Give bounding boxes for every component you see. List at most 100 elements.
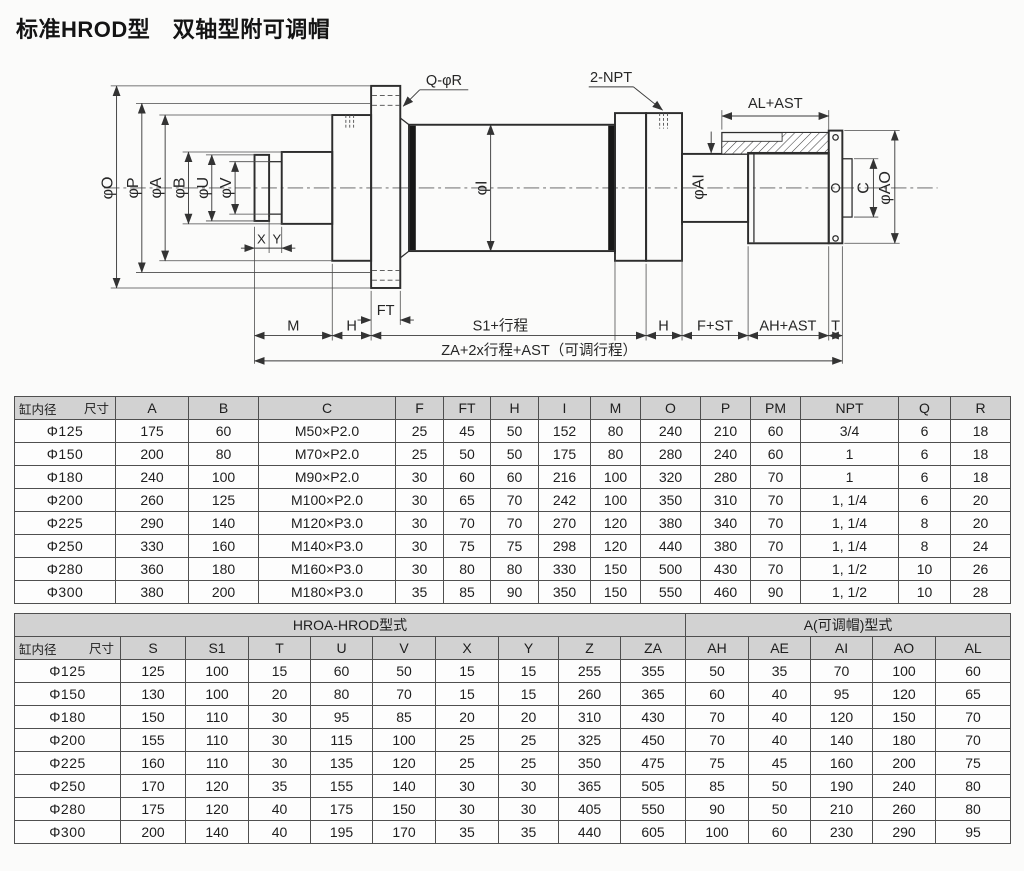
value-cell: 320 — [640, 465, 701, 489]
label-total-length: ZA+2x行程+AST（可调行程） — [441, 342, 637, 359]
value-cell: 150 — [872, 705, 937, 729]
label-phi-o: φO — [99, 176, 117, 199]
value-cell: 50 — [443, 442, 491, 466]
column-header: Y — [498, 636, 559, 660]
value-cell: 3/4 — [800, 419, 899, 443]
value-cell: 70 — [372, 682, 436, 706]
value-cell: 18 — [950, 419, 1011, 443]
label-ah-ast: AH+AST — [759, 319, 816, 335]
value-cell: 70 — [750, 465, 801, 489]
value-cell: 70 — [490, 488, 539, 512]
value-cell: 380 — [700, 534, 751, 558]
value-cell: M100×P2.0 — [258, 488, 396, 512]
value-cell: 200 — [188, 580, 259, 604]
value-cell: 290 — [872, 820, 937, 844]
label-x: X — [257, 231, 266, 246]
length-dimensions: FT M H S1+行程 H F+ST AH+AST T ZA+2x行程+AST… — [253, 224, 843, 365]
value-cell: 152 — [538, 419, 591, 443]
value-cell: 430 — [700, 557, 751, 581]
head-block-outer — [645, 112, 683, 262]
value-cell: 60 — [750, 442, 801, 466]
value-cell: 150 — [590, 557, 641, 581]
value-cell: 45 — [748, 751, 812, 775]
value-cell: 160 — [120, 751, 186, 775]
column-header: B — [188, 396, 259, 420]
value-cell: 85 — [443, 580, 491, 604]
bore-dimension: φI — [473, 124, 495, 252]
column-header: NPT — [800, 396, 899, 420]
left-port-icon — [345, 115, 355, 129]
value-cell: 380 — [115, 580, 189, 604]
bore-cell: Φ225 — [14, 751, 121, 775]
value-cell: 45 — [443, 419, 491, 443]
value-cell: 325 — [558, 728, 621, 752]
label-phi-v: φV — [217, 177, 235, 198]
value-cell: 30 — [498, 797, 559, 821]
value-cell: 1, 1/2 — [800, 580, 899, 604]
group-header-cell: HROA-HROD型式 — [13, 613, 687, 637]
value-cell: 25 — [395, 442, 444, 466]
value-cell: 30 — [435, 797, 499, 821]
value-cell: 365 — [558, 774, 621, 798]
technical-drawing: φO φP φA φB φU φV φI φAI C φAO Q-φR — [99, 70, 938, 365]
label-phi-p: φP — [124, 177, 142, 198]
value-cell: 15 — [435, 659, 499, 683]
bore-cell: Φ150 — [14, 442, 116, 466]
value-cell: 100 — [188, 465, 259, 489]
corner-label-bore: 缸内径 — [19, 403, 57, 417]
group-header-cell: A(可调帽)型式 — [685, 613, 1012, 637]
corner-label-bore: 缸内径 — [19, 643, 57, 657]
value-cell: 80 — [935, 797, 1012, 821]
value-cell: 8 — [898, 511, 951, 535]
value-cell: 200 — [115, 442, 189, 466]
value-cell: 70 — [685, 705, 750, 729]
value-cell: 70 — [750, 557, 801, 581]
value-cell: 110 — [185, 728, 249, 752]
value-cell: 355 — [619, 659, 687, 683]
value-cell: 6 — [898, 465, 951, 489]
value-cell: 180 — [872, 728, 937, 752]
column-header: FT — [443, 396, 491, 420]
value-cell: 200 — [120, 820, 186, 844]
value-cell: 242 — [538, 488, 591, 512]
value-cell: 475 — [619, 751, 687, 775]
value-cell: 60 — [188, 419, 259, 443]
flange-bolt-holes — [372, 95, 400, 281]
value-cell: 10 — [898, 580, 951, 604]
column-header: C — [258, 396, 396, 420]
value-cell: 50 — [748, 797, 812, 821]
value-cell: 170 — [120, 774, 186, 798]
column-header: AE — [748, 636, 812, 660]
value-cell: 140 — [810, 728, 874, 752]
value-cell: 18 — [950, 442, 1011, 466]
page-title: 标准HROD型 双轴型附可调帽 — [16, 17, 331, 42]
value-cell: 115 — [310, 728, 373, 752]
value-cell: 65 — [935, 682, 1012, 706]
value-cell: 1 — [800, 465, 899, 489]
value-cell: 260 — [872, 797, 937, 821]
column-header: S1 — [185, 636, 249, 660]
value-cell: 460 — [700, 580, 751, 604]
column-header: R — [950, 396, 1011, 420]
value-cell: 70 — [490, 511, 539, 535]
column-header: P — [700, 396, 751, 420]
value-cell: 80 — [590, 442, 641, 466]
value-cell: 60 — [443, 465, 491, 489]
value-cell: 255 — [558, 659, 621, 683]
label-ft: FT — [377, 303, 395, 319]
value-cell: 80 — [443, 557, 491, 581]
label-c: C — [855, 182, 873, 194]
value-cell: 550 — [619, 797, 687, 821]
value-cell: 195 — [310, 820, 373, 844]
value-cell: M160×P3.0 — [258, 557, 396, 581]
value-cell: 85 — [685, 774, 750, 798]
value-cell: 100 — [590, 488, 641, 512]
value-cell: 25 — [435, 728, 499, 752]
value-cell: 175 — [310, 797, 373, 821]
value-cell: 100 — [185, 682, 249, 706]
